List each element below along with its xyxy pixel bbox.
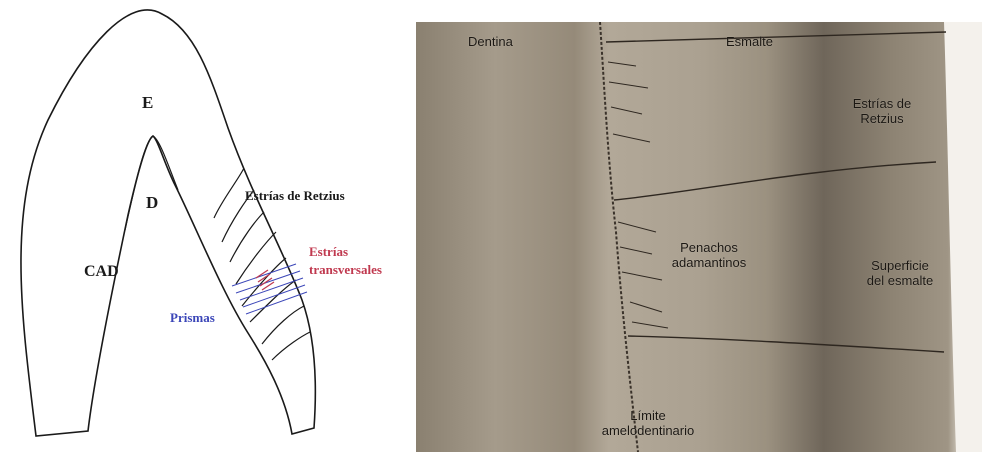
dentin-outline xyxy=(125,136,178,230)
photo-backdrop xyxy=(416,22,982,452)
label-superficie-line1: Superficie xyxy=(850,258,950,273)
label-penachos-line2: adamantinos xyxy=(652,255,766,270)
retzius-line xyxy=(272,332,310,360)
label-limite-line2: amelodentinario xyxy=(582,423,714,438)
retzius-line xyxy=(262,306,304,344)
label-limite-line1: Límite xyxy=(582,408,714,423)
label-dentina: Dentina xyxy=(468,34,513,49)
retzius-line xyxy=(230,212,264,262)
micrograph-background xyxy=(416,22,982,452)
label-penachos: Penachos adamantinos xyxy=(652,240,766,270)
label-retzius-line2: Retzius xyxy=(834,111,930,126)
label-retzius-line1: Estrías de xyxy=(834,96,930,111)
prisms-lines xyxy=(232,264,307,314)
enamel-outline xyxy=(21,10,315,436)
label-retzius: Estrías de Retzius xyxy=(245,188,345,203)
label-enamel: E xyxy=(142,93,153,112)
label-cad: CAD xyxy=(84,263,119,280)
label-dentin: D xyxy=(146,193,158,212)
label-transverse-2: transversales xyxy=(309,262,382,277)
micrograph-photo: Dentina Esmalte Estrías de Retzius Penac… xyxy=(416,22,982,452)
label-superficie-line2: del esmalte xyxy=(850,273,950,288)
label-limite: Límite amelodentinario xyxy=(582,408,714,438)
label-esmalte: Esmalte xyxy=(726,34,773,49)
label-retzius-photo: Estrías de Retzius xyxy=(834,96,930,126)
label-penachos-line1: Penachos xyxy=(652,240,766,255)
label-transverse-1: Estrías xyxy=(309,244,348,259)
tooth-diagram: E D CAD Estrías de Retzius Estrías trans… xyxy=(0,0,410,452)
label-superficie: Superficie del esmalte xyxy=(850,258,950,288)
tooth-diagram-svg: E D CAD Estrías de Retzius Estrías trans… xyxy=(0,0,410,452)
label-prisms: Prismas xyxy=(170,310,215,325)
